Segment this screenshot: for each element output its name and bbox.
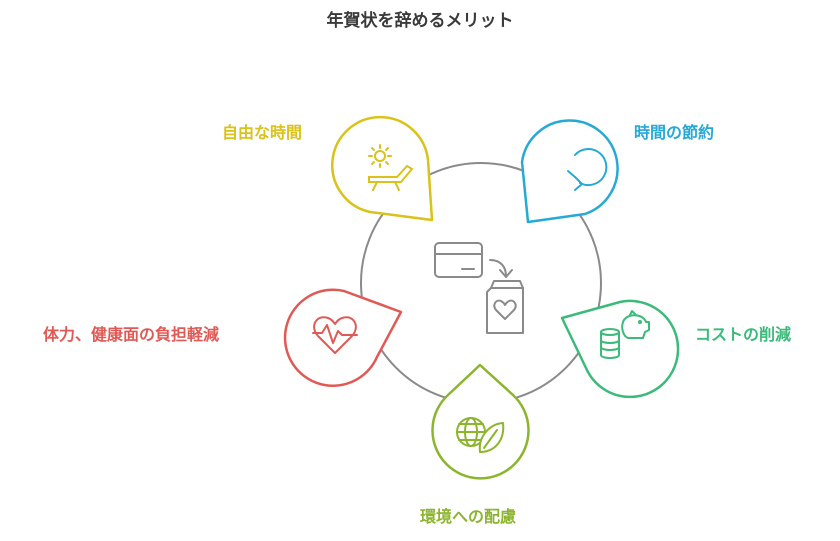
globe-leaf-icon <box>456 417 505 453</box>
piggy-bank-coins-icon <box>600 310 650 359</box>
label-environment: 環境への配慮 <box>420 507 517 526</box>
bubble-environment <box>431 363 530 480</box>
bubble-free-time <box>331 115 434 222</box>
clock-arrow-icon <box>567 148 608 191</box>
label-time-saving: 時間の節約 <box>634 123 715 142</box>
label-free-time: 自由な時間 <box>222 123 303 142</box>
heart-pulse-icon <box>312 316 358 354</box>
bubble-time-saving <box>520 119 619 224</box>
page-title: 年賀状を辞めるメリット <box>326 11 514 31</box>
bubble-health <box>283 288 403 387</box>
card-to-gift-bag-icon <box>434 242 524 334</box>
bubble-cost-reduction <box>560 299 680 399</box>
lounge-chair-sun-icon <box>368 144 414 191</box>
label-health: 体力、健康面の負担軽減 <box>43 325 220 344</box>
label-cost-reduction: コストの削減 <box>695 325 792 344</box>
